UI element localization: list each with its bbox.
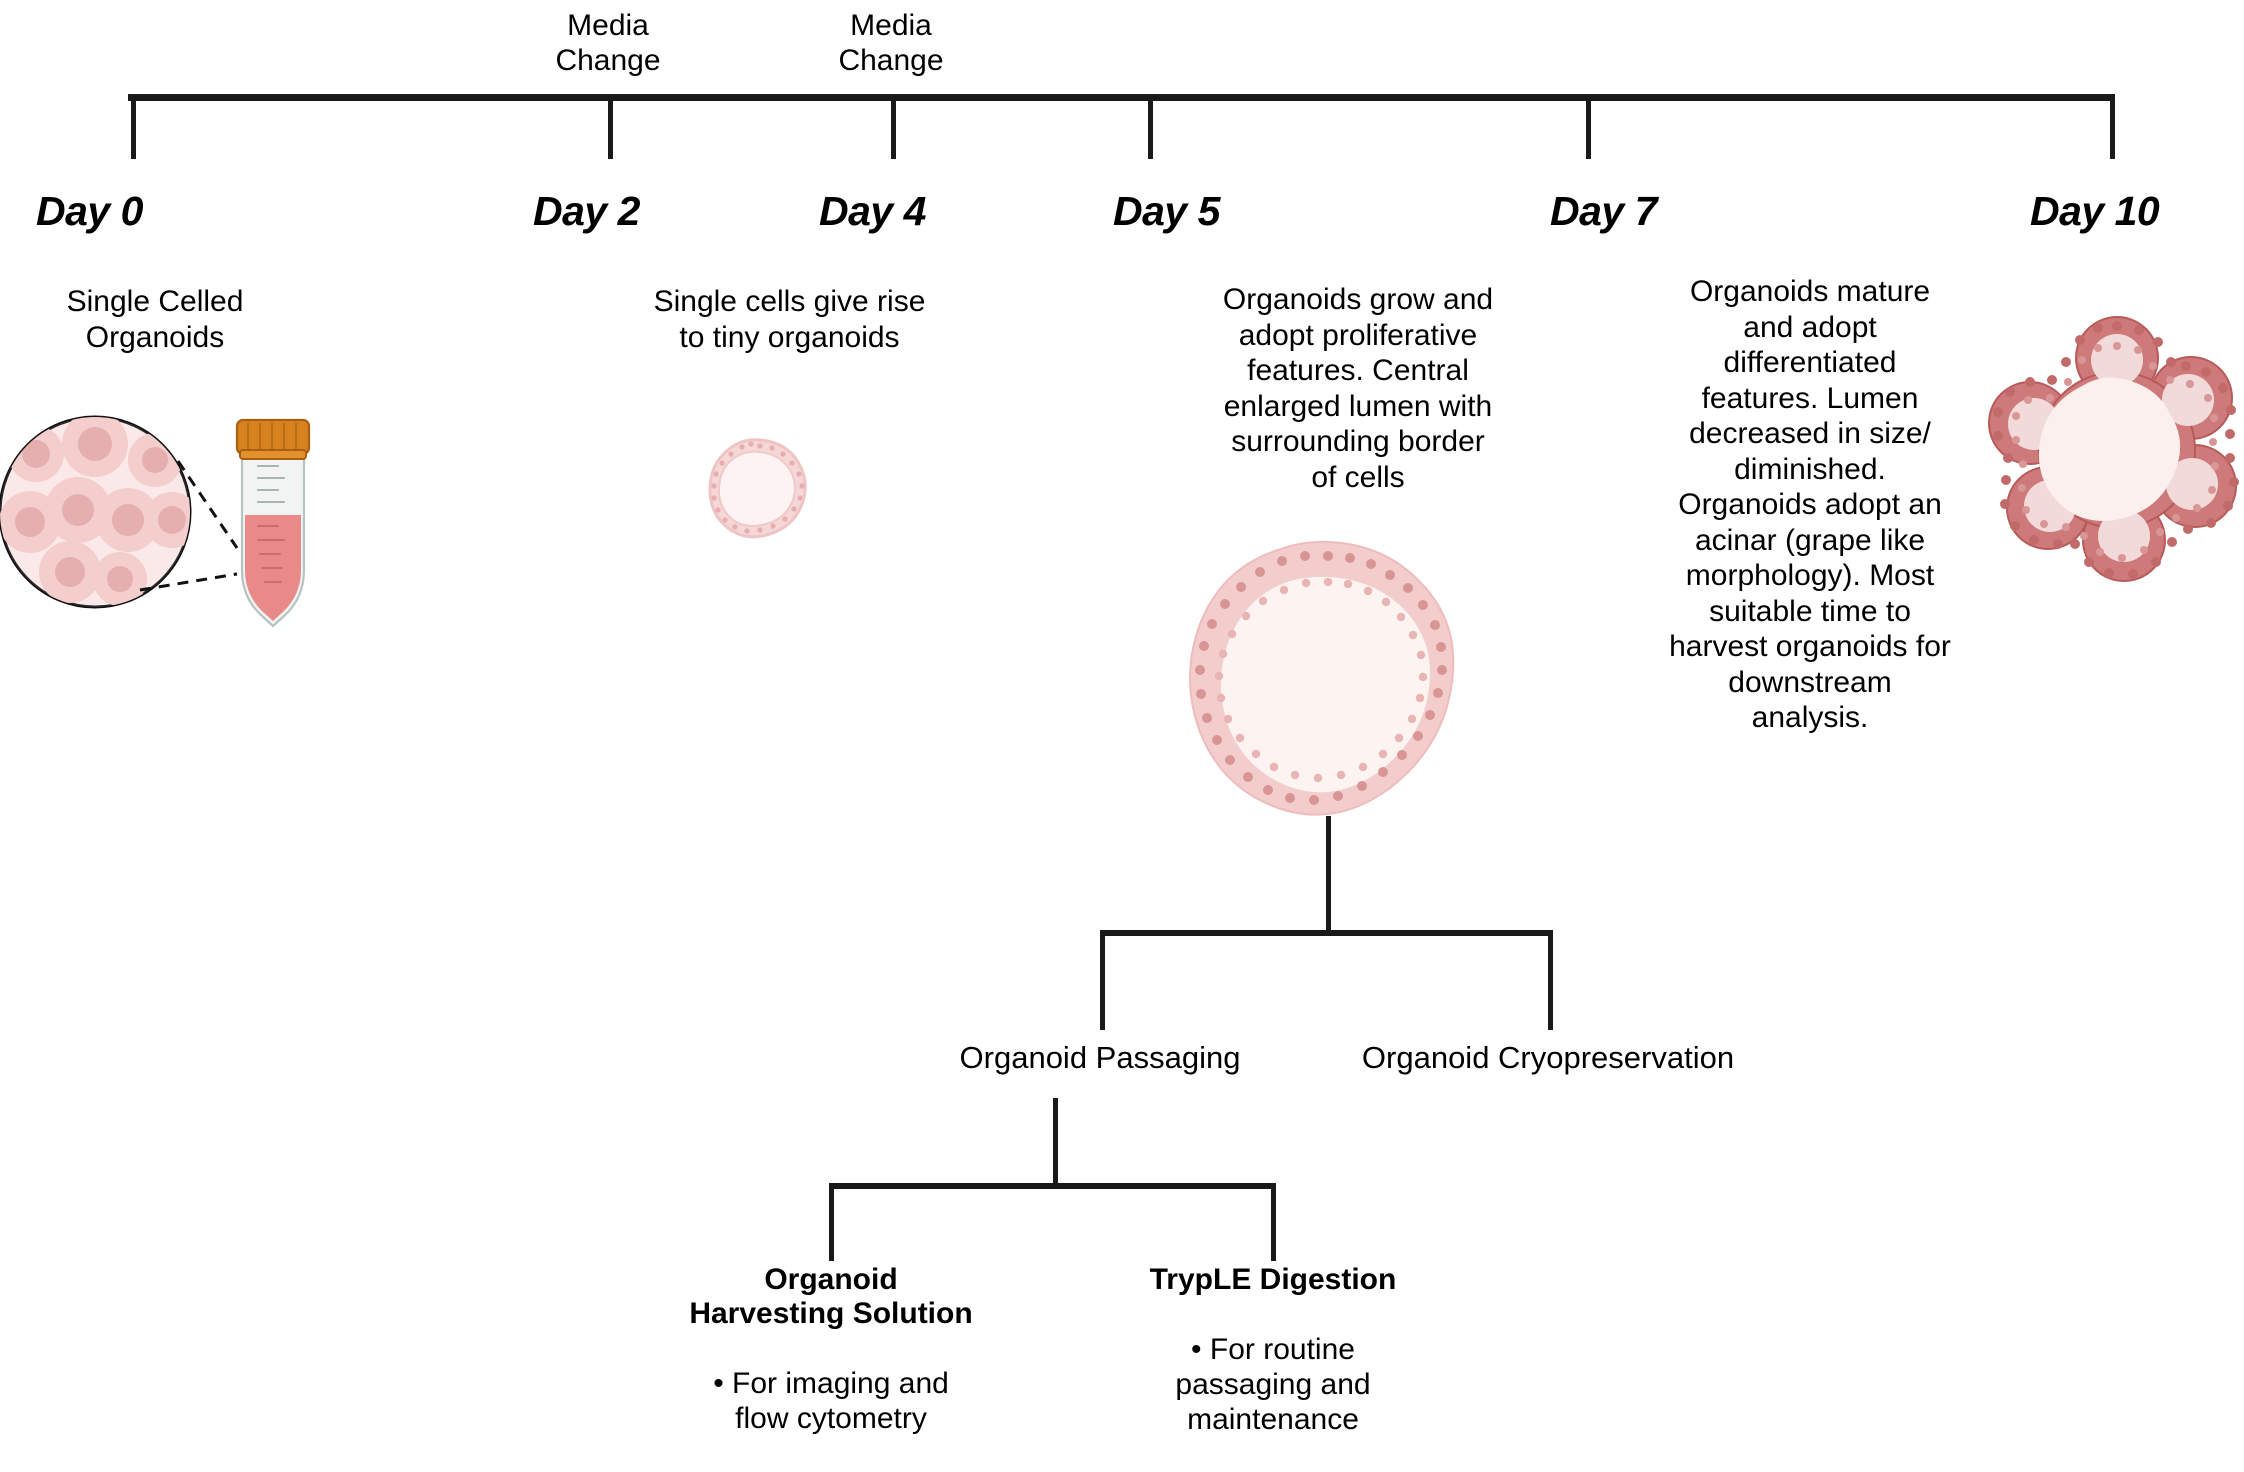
description-day7: Organoids mature and adopt differentiate… (1669, 275, 1951, 734)
leaf-trypLE-digestion: TrypLE Digestion • For routine passaging… (1088, 1228, 1458, 1472)
day4-organoid-illustration (700, 432, 820, 552)
flow-drop-harvesting-solution (829, 1183, 834, 1261)
day-label-day2: Day 2 (533, 188, 640, 234)
flow-branch-bar-level2 (829, 1183, 1276, 1189)
day-label-day10: Day 10 (2030, 188, 2160, 234)
leaf-organoid-harvesting-solution: Organoid Harvesting Solution • For imagi… (646, 1228, 1016, 1471)
leaf-title-trypLE-digestion: TrypLE Digestion (1149, 1263, 1397, 1296)
media-change-label-day4: Media Change (838, 9, 944, 77)
leaf-body-trypLE-digestion: • For routine passaging and maintenance (1175, 1333, 1371, 1436)
day-label-day5: Day 5 (1113, 188, 1220, 234)
diagram-canvas: Media Change Media Change Day 0 Day 2 Da… (0, 9, 2244, 1436)
day-label-day0: Day 0 (36, 188, 143, 234)
media-change-label-day2: Media Change (555, 9, 661, 77)
timeline-tick-day10 (2110, 99, 2115, 159)
description-day5: Organoids grow and adopt proliferative f… (1222, 283, 1494, 494)
timeline-tick-day5 (1148, 99, 1153, 159)
dashed-magnifier-lines (139, 460, 239, 592)
flow-stem-from-organoid (1326, 816, 1331, 933)
leaf-title-harvesting-solution: Organoid Harvesting Solution (689, 1263, 973, 1330)
day10-organoid-illustration (1988, 316, 2244, 583)
day0-illustration-svg (0, 415, 311, 628)
large-lumen-organoid-icon (1189, 540, 1455, 816)
acinar-lobes (1988, 316, 2237, 582)
description-day0: Single Celled Organoids (66, 285, 244, 354)
acinar-organoid-icon (1988, 316, 2239, 582)
day-label-day7: Day 7 (1550, 188, 1657, 234)
timeline-tick-day4 (891, 99, 896, 159)
timeline-tick-day7 (1586, 99, 1591, 159)
leaf-body-harvesting-solution: • For imaging and flow cytometry (713, 1367, 949, 1435)
flow-label-organoid-cryopreservation: Organoid Cryopreservation (1361, 1040, 1735, 1075)
day5-organoid-illustration (1178, 530, 1478, 830)
day-label-day4: Day 4 (819, 188, 926, 234)
flow-label-organoid-passaging: Organoid Passaging (959, 1040, 1241, 1075)
timeline-tick-day0 (131, 99, 136, 159)
flow-stem-passaging (1053, 1098, 1058, 1188)
flow-branch-bar-level1 (1100, 930, 1553, 936)
tiny-organoid-icon (708, 438, 807, 539)
conical-tube-icon (235, 418, 311, 628)
flow-drop-cryopreservation (1548, 930, 1553, 1030)
flow-drop-trypLE (1271, 1183, 1276, 1261)
timeline-tick-day2 (608, 99, 613, 159)
timeline-bar (128, 94, 2115, 101)
description-day4: Single cells give rise to tiny organoids (653, 285, 926, 354)
flow-drop-passaging (1100, 930, 1105, 1030)
day0-illustration (0, 392, 330, 642)
single-cell-suspension-circle (0, 415, 192, 609)
